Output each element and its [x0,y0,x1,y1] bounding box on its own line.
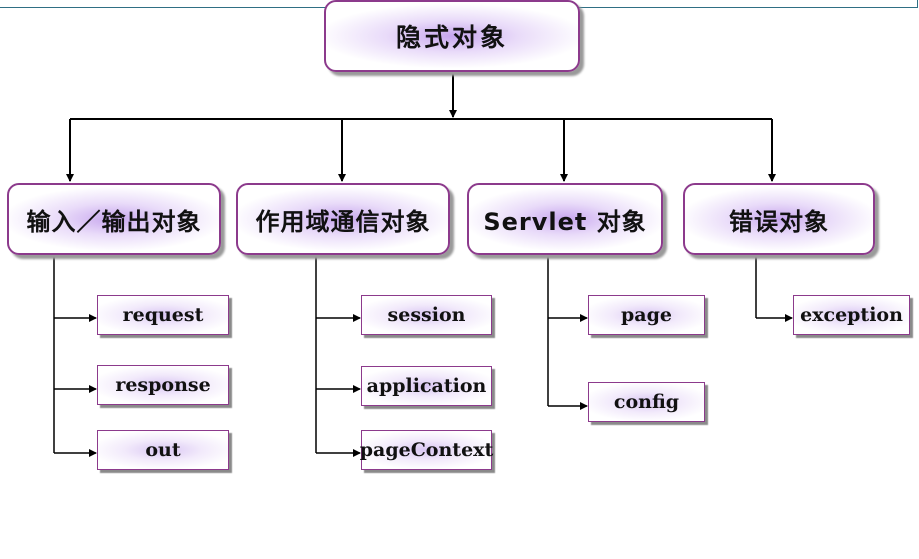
leaf-out-label: out [145,439,181,461]
leaf-out: out [97,430,229,470]
root-node: 隐式对象 [324,0,580,72]
leaf-session: session [361,295,492,335]
category-scope: 作用域通信对象 [236,183,450,255]
leaf-application-label: application [366,375,487,397]
category-error-label: 错误对象 [729,206,829,236]
leaf-response-label: response [115,374,211,396]
leaf-page: page [588,295,705,335]
leaf-request-label: request [122,304,204,326]
leaf-page-label: page [621,304,672,326]
category-servlet-label: Servlet 对象 [483,207,647,236]
leaf-config-label: config [613,391,680,413]
category-io: 输入／输出对象 [7,183,221,255]
leaf-pagecontext-label: pageContext [359,439,494,461]
leaf-request: request [97,295,229,335]
category-scope-label: 作用域通信对象 [255,206,431,236]
root-label: 隐式对象 [395,23,508,52]
leaf-exception-label: exception [800,304,903,326]
leaf-response: response [97,365,229,405]
leaf-session-label: session [387,304,466,326]
leaf-pagecontext: pageContext [359,430,494,470]
leaf-config: config [588,382,705,422]
category-servlet: Servlet 对象 [467,183,663,255]
category-error: 错误对象 [683,183,875,255]
leaf-application: application [361,366,492,406]
category-io-label: 输入／输出对象 [26,206,202,236]
leaf-exception: exception [793,295,910,335]
